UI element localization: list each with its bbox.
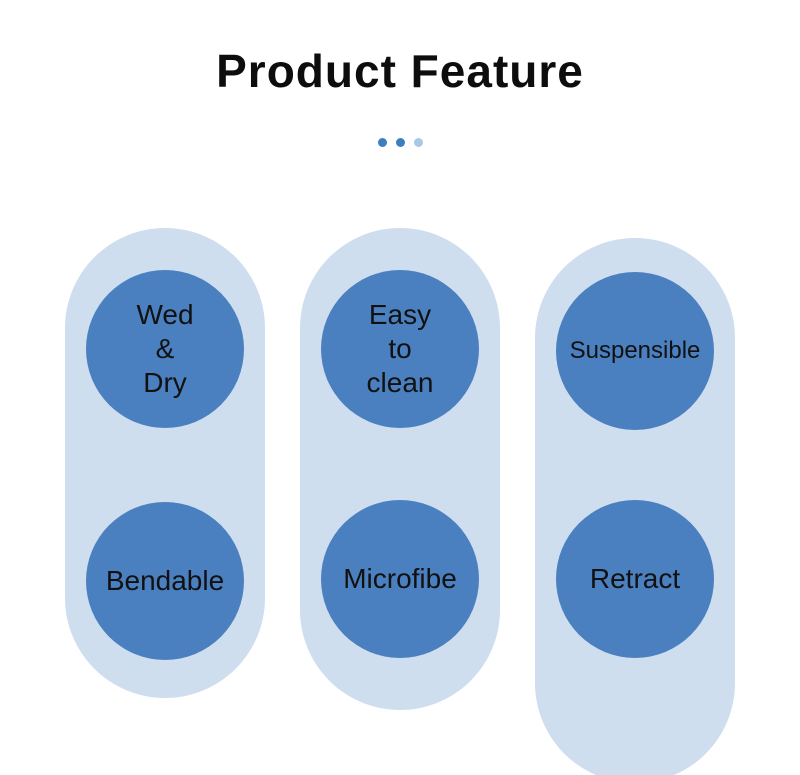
- page-title: Product Feature: [216, 45, 584, 97]
- feature-label-line: Microfibe: [343, 563, 457, 594]
- feature-label-line: clean: [366, 367, 434, 398]
- feature-label-line: Wed: [136, 299, 194, 330]
- feature-bubble-easy-to-clean: Easy to clean: [321, 270, 479, 428]
- pagination-dot-3: [413, 138, 423, 147]
- feature-label-line: to: [388, 333, 412, 364]
- feature-column-1: Wed & Dry Bendable: [65, 228, 265, 698]
- feature-column-3: Suspensible Retract: [535, 238, 735, 775]
- feature-label-line: Bendable: [105, 565, 225, 596]
- feature-bubble-bendable: Bendable: [86, 502, 244, 660]
- feature-column-2: Easy to clean Microfibe: [300, 228, 500, 710]
- feature-label-line: Suspensible: [569, 337, 701, 364]
- pagination-dot-1: [377, 138, 387, 147]
- pagination-dots: [0, 138, 800, 147]
- feature-label-line: &: [155, 333, 175, 364]
- feature-bubble-suspensible: Suspensible: [556, 272, 714, 430]
- pagination-dot-2: [395, 138, 405, 147]
- feature-bubble-microfibe: Microfibe: [321, 500, 479, 658]
- feature-label-line: Retract: [589, 563, 681, 594]
- feature-label-line: Dry: [143, 367, 187, 398]
- feature-label-line: Easy: [368, 299, 432, 330]
- feature-bubble-retract: Retract: [556, 500, 714, 658]
- feature-bubble-wed-dry: Wed & Dry: [86, 270, 244, 428]
